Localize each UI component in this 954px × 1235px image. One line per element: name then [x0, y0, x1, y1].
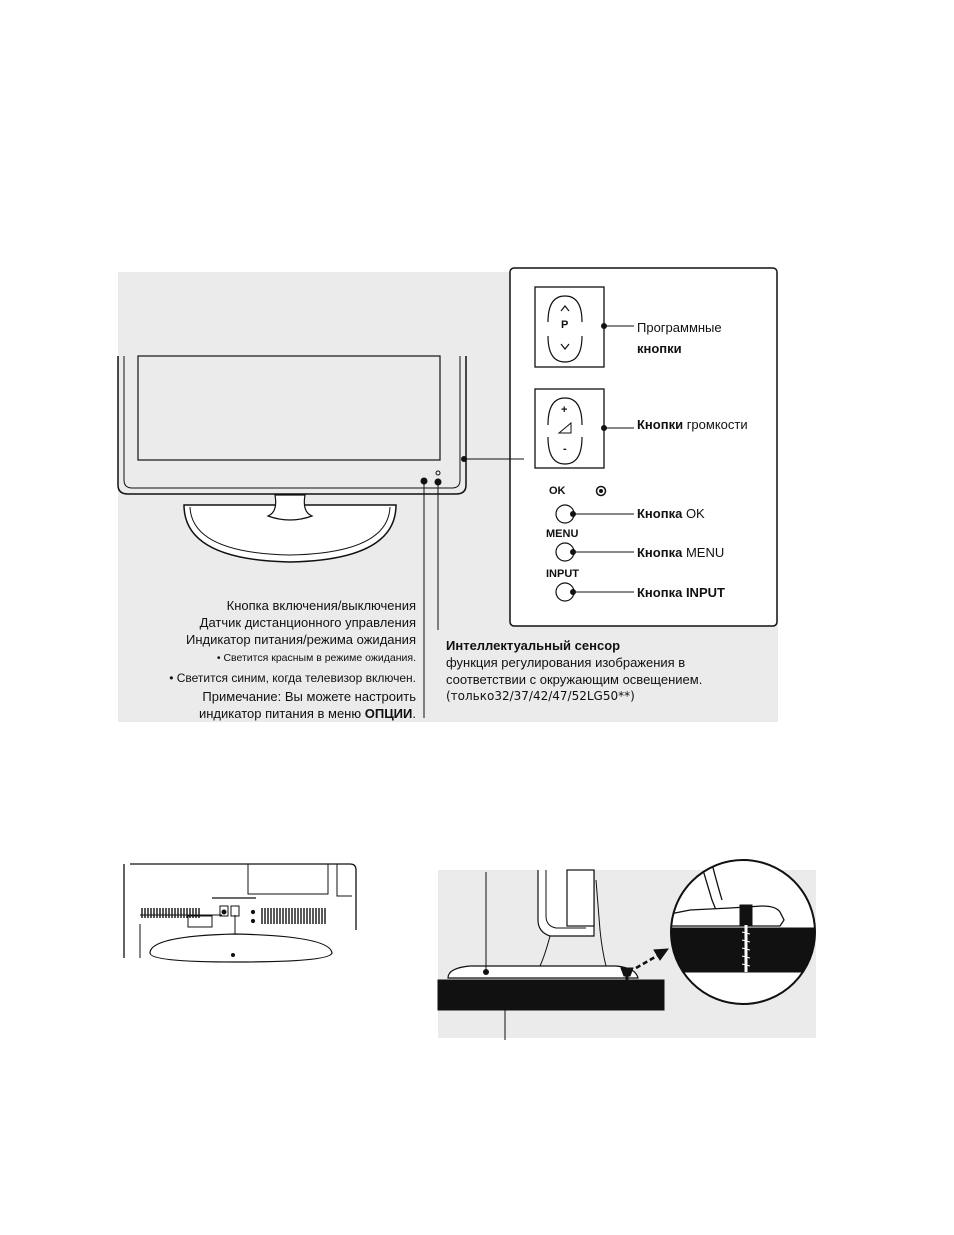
program-label-line1: Программные	[637, 320, 722, 335]
sensor-window	[435, 470, 441, 476]
volume-label-rest: громкости	[683, 417, 748, 432]
sensor-line3: (только32/37/42/47/52LG50**)	[446, 689, 635, 703]
tv-back-illustration	[123, 863, 357, 963]
menu-button-graphic	[555, 542, 634, 562]
note-power-button: Кнопка включения/выключения	[226, 598, 416, 613]
menu-label-bold: Кнопка	[637, 545, 683, 560]
tv-body	[117, 355, 467, 495]
program-letter: P	[561, 319, 569, 331]
input-caption: INPUT	[546, 568, 579, 580]
note-remote-sensor: Датчик дистанционного управления	[199, 615, 416, 630]
volume-buttons-label: Кнопки громкости	[637, 416, 748, 433]
ok-button-graphic	[555, 485, 634, 524]
note-remark: Примечание: Вы можете настроить	[202, 689, 416, 704]
intelligent-sensor-note: Интеллектуальный сенсор функция регулиро…	[446, 637, 702, 705]
volume-plus: +	[561, 404, 568, 416]
note-options-menu: индикатор питания в меню ОПЦИИ.	[169, 705, 416, 722]
sensor-line1: функция регулирования изображения в	[446, 655, 686, 670]
menu-button-label: Кнопка MENU	[637, 544, 724, 561]
sensor-line2: соответствии с окружающим освещением.	[446, 672, 703, 687]
table-surface	[437, 979, 665, 1011]
note-power-indicator: Индикатор питания/режима ожидания	[186, 632, 416, 647]
stand-fixing-illustration	[437, 859, 816, 1040]
note-red-standby: • Светится красным в режиме ожидания.	[216, 652, 416, 664]
menu-label-rest: MENU	[682, 545, 725, 560]
program-buttons-label: Программные кнопки	[637, 319, 722, 357]
tv-stand	[183, 494, 397, 563]
program-label-line2: кнопки	[637, 341, 682, 356]
note-options-suffix: .	[412, 706, 416, 721]
ok-label-rest: OK	[682, 506, 705, 521]
input-button-graphic	[555, 582, 634, 602]
volume-label-bold: Кнопки	[637, 417, 684, 432]
note-options-bold: ОПЦИИ	[364, 706, 413, 721]
note-blue-on: • Светится синим, когда телевизор включе…	[169, 671, 416, 685]
left-notes: Кнопка включения/выключения Датчик диста…	[169, 597, 416, 722]
menu-caption: MENU	[546, 528, 579, 540]
input-button-label: Кнопка INPUT	[637, 584, 725, 601]
volume-minus: -	[563, 443, 567, 455]
ok-button-label: Кнопка OK	[637, 505, 705, 522]
input-label-bold: Кнопка	[637, 585, 683, 600]
ok-label-bold: Кнопка	[637, 506, 683, 521]
note-options-prefix: индикатор питания в меню	[198, 706, 365, 721]
input-label-rest: INPUT	[682, 585, 725, 600]
sensor-title: Интеллектуальный сенсор	[446, 638, 621, 653]
ok-caption: OK	[549, 485, 566, 497]
